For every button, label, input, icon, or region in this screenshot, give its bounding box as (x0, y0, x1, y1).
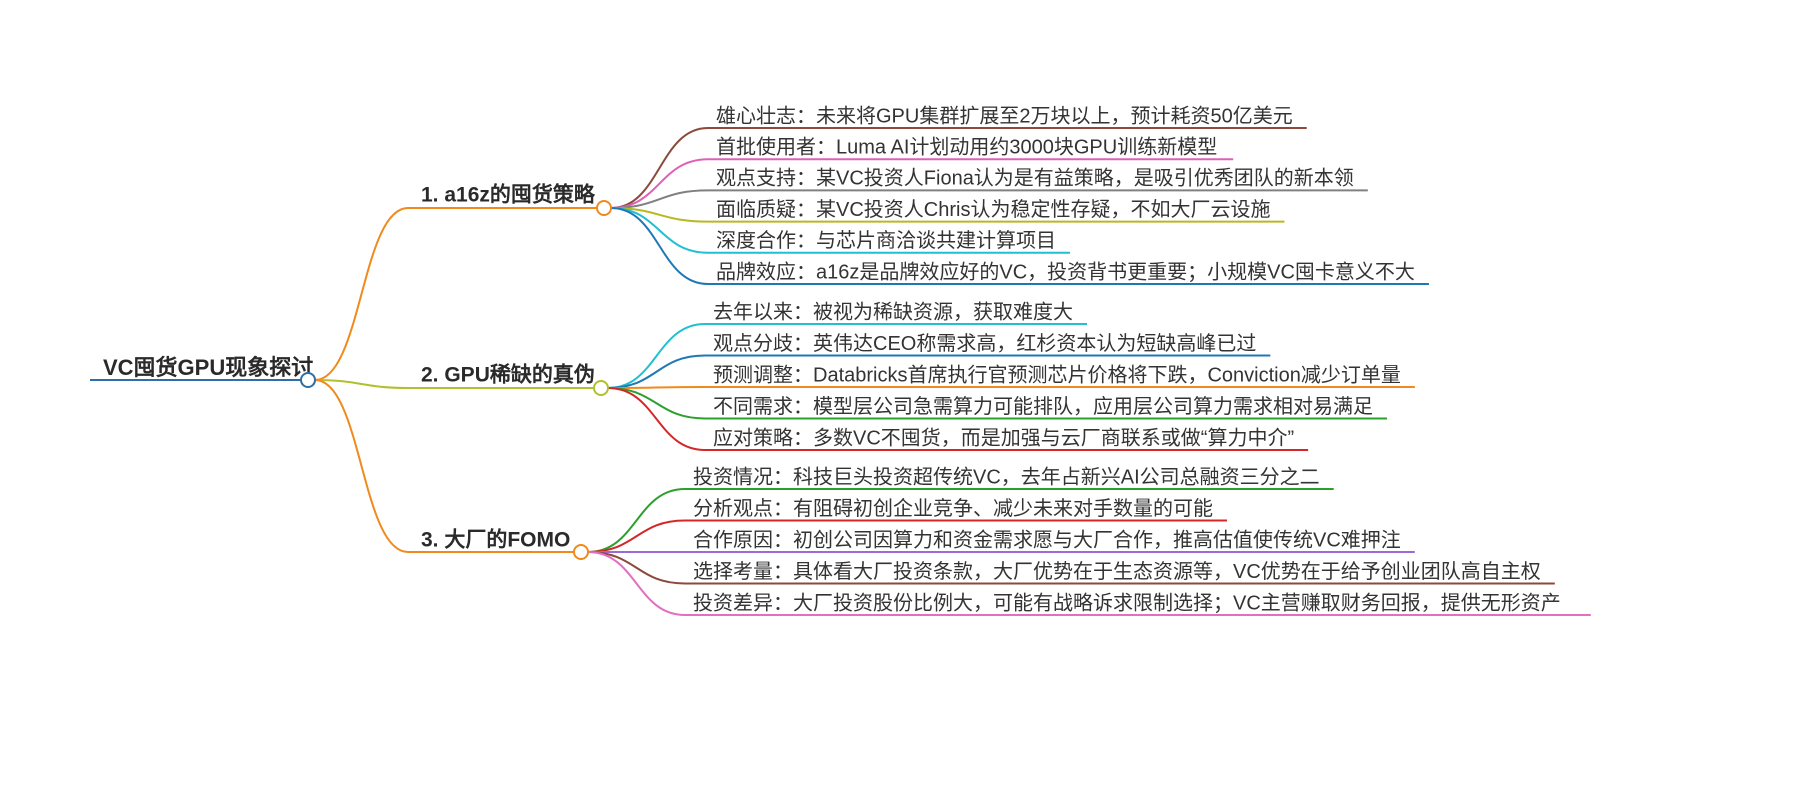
branch-label: 3. 大厂的FOMO (421, 528, 570, 552)
leaf-label: 预测调整：Databricks首席执行官预测芯片价格将下跌，Conviction… (713, 363, 1401, 386)
branch-label: 2. GPU稀缺的真伪 (421, 363, 595, 387)
mind-map-nodes: VC囤货GPU现象探讨 1. a16z的囤货策略 雄心壮志：未来将GPU集群扩展至2… (90, 104, 1591, 616)
branch-to-leaf-link (610, 127, 709, 209)
branch-to-leaf-link (607, 387, 706, 420)
root-to-branch-link (314, 207, 409, 381)
leaf-label: 品牌效应：a16z是品牌效应好的VC，投资背书更重要；小规模VC囤卡意义不大 (716, 260, 1415, 283)
branch-collapse-toggle[interactable] (593, 380, 609, 396)
leaf-label: 面临质疑：某VC投资人Chris认为稳定性存疑，不如大厂云设施 (716, 198, 1270, 221)
leaf-label: 应对策略：多数VC不囤货，而是加强与云厂商联系或做“算力中介” (713, 426, 1294, 449)
branch-to-leaf-link (587, 551, 686, 585)
leaf-label: 深度合作：与芯片商洽谈共建计算项目 (716, 229, 1056, 252)
leaf-label: 观点分歧：英伟达CEO称需求高，红杉资本认为短缺高峰已过 (713, 332, 1256, 355)
root-to-branch-link (314, 379, 409, 389)
branch-to-leaf-link (607, 386, 706, 389)
leaf-label: 合作原因：初创公司因算力和资金需求愿与大厂合作，推高估值使传统VC难押注 (693, 528, 1401, 551)
branch-to-leaf-link (587, 551, 686, 616)
leaf-label: 投资差异：大厂投资股份比例大，可能有战略诉求限制选择；VC主营赚取财务回报，提供… (693, 591, 1561, 614)
branch-collapse-toggle[interactable] (573, 544, 589, 560)
branch-to-leaf-link (587, 519, 686, 553)
leaf-label: 投资情况：科技巨头投资超传统VC，去年占新兴AI公司总融资三分之二 (693, 465, 1320, 488)
branch-to-leaf-link (607, 387, 706, 451)
leaf-label: 分析观点：有阻碍初创企业竞争、减少未来对手数量的可能 (693, 497, 1213, 520)
leaf-label: 不同需求：模型层公司急需算力可能排队，应用层公司算力需求相对易满足 (713, 395, 1373, 418)
branch-to-leaf-link (587, 488, 686, 553)
leaf-label: 选择考量：具体看大厂投资条款，大厂优势在于生态资源等，VC优势在于给予创业团队高… (693, 560, 1541, 583)
leaf-label: 雄心壮志：未来将GPU集群扩展至2万块以上，预计耗资50亿美元 (716, 104, 1293, 127)
leaf-label: 去年以来：被视为稀缺资源，获取难度大 (713, 300, 1073, 323)
branch-to-leaf-link (610, 189, 709, 209)
branch-to-leaf-link (607, 323, 706, 389)
branch-label: 1. a16z的囤货策略 (421, 183, 596, 207)
leaf-label: 首批使用者：Luma AI计划动用约3000块GPU训练新模型 (716, 135, 1217, 158)
root-to-branch-link (314, 379, 409, 553)
leaf-label: 观点支持：某VC投资人Fiona认为是有益策略，是吸引优秀团队的新本领 (716, 167, 1354, 190)
branch-collapse-toggle[interactable] (596, 200, 612, 216)
root-collapse-toggle[interactable] (300, 372, 316, 388)
branch-to-leaf-link (610, 158, 709, 209)
connector-lines (314, 127, 709, 616)
branch-to-leaf-link (610, 207, 709, 285)
branch-to-leaf-link (607, 354, 706, 389)
root-node-label: VC囤货GPU现象探讨 (103, 355, 313, 380)
